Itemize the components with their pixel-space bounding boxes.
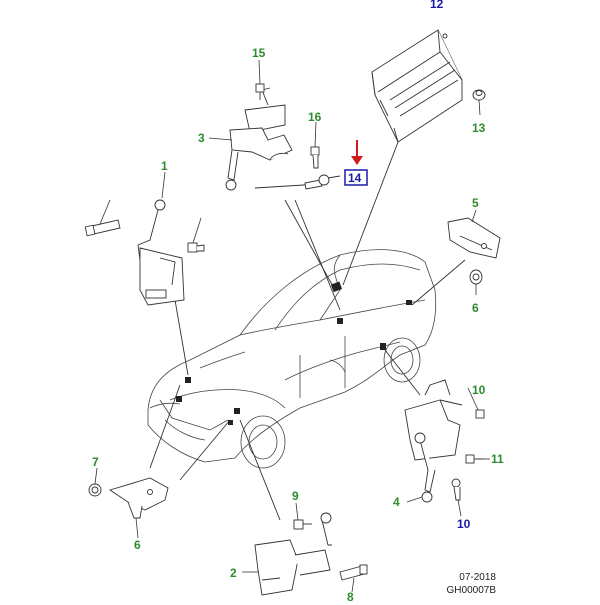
nut-part-6-right bbox=[469, 269, 483, 285]
callout-4: 4 bbox=[393, 495, 400, 509]
footer-date: 07-2018 bbox=[459, 572, 496, 583]
callout-6-right: 6 bbox=[472, 301, 479, 315]
callout-10-upper: 10 bbox=[472, 383, 486, 397]
callout-14-right: 16 bbox=[308, 110, 322, 124]
height-sensor-part-1 bbox=[137, 199, 185, 306]
bolt-part-8 bbox=[293, 519, 312, 530]
nut-part-12 bbox=[472, 89, 486, 101]
nut-part-16 bbox=[187, 242, 205, 253]
height-sensor-part-3 bbox=[225, 87, 293, 191]
bracket-part-5-right bbox=[447, 217, 501, 259]
bolt-part-15 bbox=[84, 219, 121, 237]
callout-8: 9 bbox=[292, 489, 299, 503]
height-sensor-part-2 bbox=[254, 512, 332, 596]
callout-10-lower: 11 bbox=[491, 452, 504, 466]
control-module-part bbox=[371, 29, 463, 143]
callout-7: 8 bbox=[347, 590, 354, 604]
callout-2: 2 bbox=[230, 566, 237, 580]
link-part-9 bbox=[451, 478, 461, 501]
height-sensor-part-4 bbox=[404, 379, 463, 503]
red-arrow bbox=[351, 140, 363, 165]
callout-12: 13 bbox=[472, 121, 486, 135]
footer-code: GH00007B bbox=[446, 585, 496, 596]
callout-14-top: 15 bbox=[252, 46, 266, 60]
callout-13[interactable]: 14 bbox=[348, 171, 362, 185]
nut-part-6-left bbox=[88, 483, 102, 497]
bracket-part-5-left bbox=[108, 477, 169, 519]
link-part-13 bbox=[304, 174, 341, 190]
callout-9: 10 bbox=[457, 517, 471, 531]
callout-3: 3 bbox=[198, 131, 205, 145]
link-part-7 bbox=[339, 564, 368, 581]
callout-labels: 12 15 3 16 14 13 1 5 6 10 11 4 10 7 6 9 … bbox=[92, 0, 504, 604]
bolt-part-14-right bbox=[310, 146, 320, 169]
callout-11: 12 bbox=[430, 0, 444, 11]
callout-5-right: 5 bbox=[472, 196, 479, 210]
callout-6-left: 7 bbox=[92, 455, 99, 469]
highlight-box-13 bbox=[344, 169, 368, 186]
callout-5-left: 6 bbox=[134, 538, 141, 552]
bolt-part-10-upper bbox=[475, 409, 485, 419]
vehicle-mount-points bbox=[176, 281, 412, 425]
callout-1: 1 bbox=[161, 159, 168, 173]
bolt-part-14-top bbox=[255, 83, 265, 100]
callout-leaders bbox=[94, 59, 490, 593]
vehicle-outline bbox=[147, 249, 437, 469]
